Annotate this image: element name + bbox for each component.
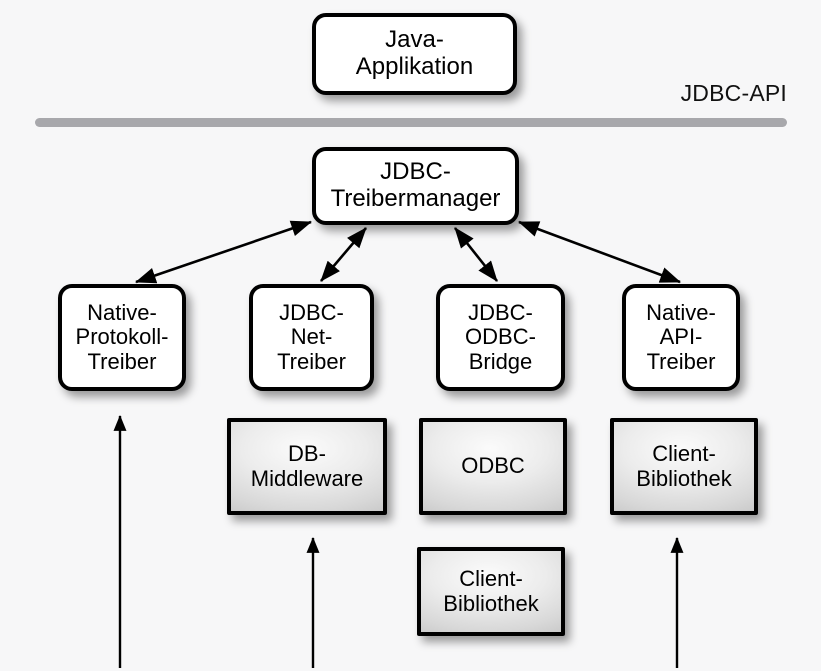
node-native-api-driver-label: Native- API- Treiber xyxy=(646,299,716,374)
node-odbc[interactable]: ODBC xyxy=(419,418,567,515)
arrow-manager-native-api xyxy=(518,220,681,284)
arrow-manager-jdbc-odbc xyxy=(453,227,499,282)
node-jdbc-net-driver[interactable]: JDBC- Net- Treiber xyxy=(249,284,374,391)
node-db-middleware[interactable]: DB- Middleware xyxy=(227,418,387,515)
node-jdbc-driver-manager-label: JDBC- Treibermanager xyxy=(330,158,501,212)
node-native-protocol-driver-label: Native- Protokoll- Treiber xyxy=(75,299,169,374)
arrow-manager-jdbc-net xyxy=(320,227,367,282)
jdbc-api-label: JDBC-API xyxy=(680,80,787,106)
node-client-library-right[interactable]: Client- Bibliothek xyxy=(610,418,758,515)
node-client-library-right-label: Client- Bibliothek xyxy=(636,440,732,491)
node-jdbc-odbc-bridge-label: JDBC- ODBC- Bridge xyxy=(465,299,536,374)
node-native-api-driver[interactable]: Native- API- Treiber xyxy=(622,284,740,391)
node-client-library-odbc[interactable]: Client- Bibliothek xyxy=(417,547,565,636)
node-jdbc-driver-manager[interactable]: JDBC- Treibermanager xyxy=(312,147,519,225)
node-odbc-label: ODBC xyxy=(461,453,525,479)
node-client-library-odbc-label: Client- Bibliothek xyxy=(443,565,539,616)
node-native-protocol-driver[interactable]: Native- Protokoll- Treiber xyxy=(58,284,186,391)
node-java-application[interactable]: Java- Applikation xyxy=(312,13,517,95)
node-jdbc-net-driver-label: JDBC- Net- Treiber xyxy=(277,299,346,374)
node-java-application-label: Java- Applikation xyxy=(355,26,474,80)
arrow-manager-native-protocol xyxy=(135,220,312,284)
node-jdbc-odbc-bridge[interactable]: JDBC- ODBC- Bridge xyxy=(436,284,565,391)
jdbc-api-separator xyxy=(35,118,787,127)
node-db-middleware-label: DB- Middleware xyxy=(250,440,364,491)
